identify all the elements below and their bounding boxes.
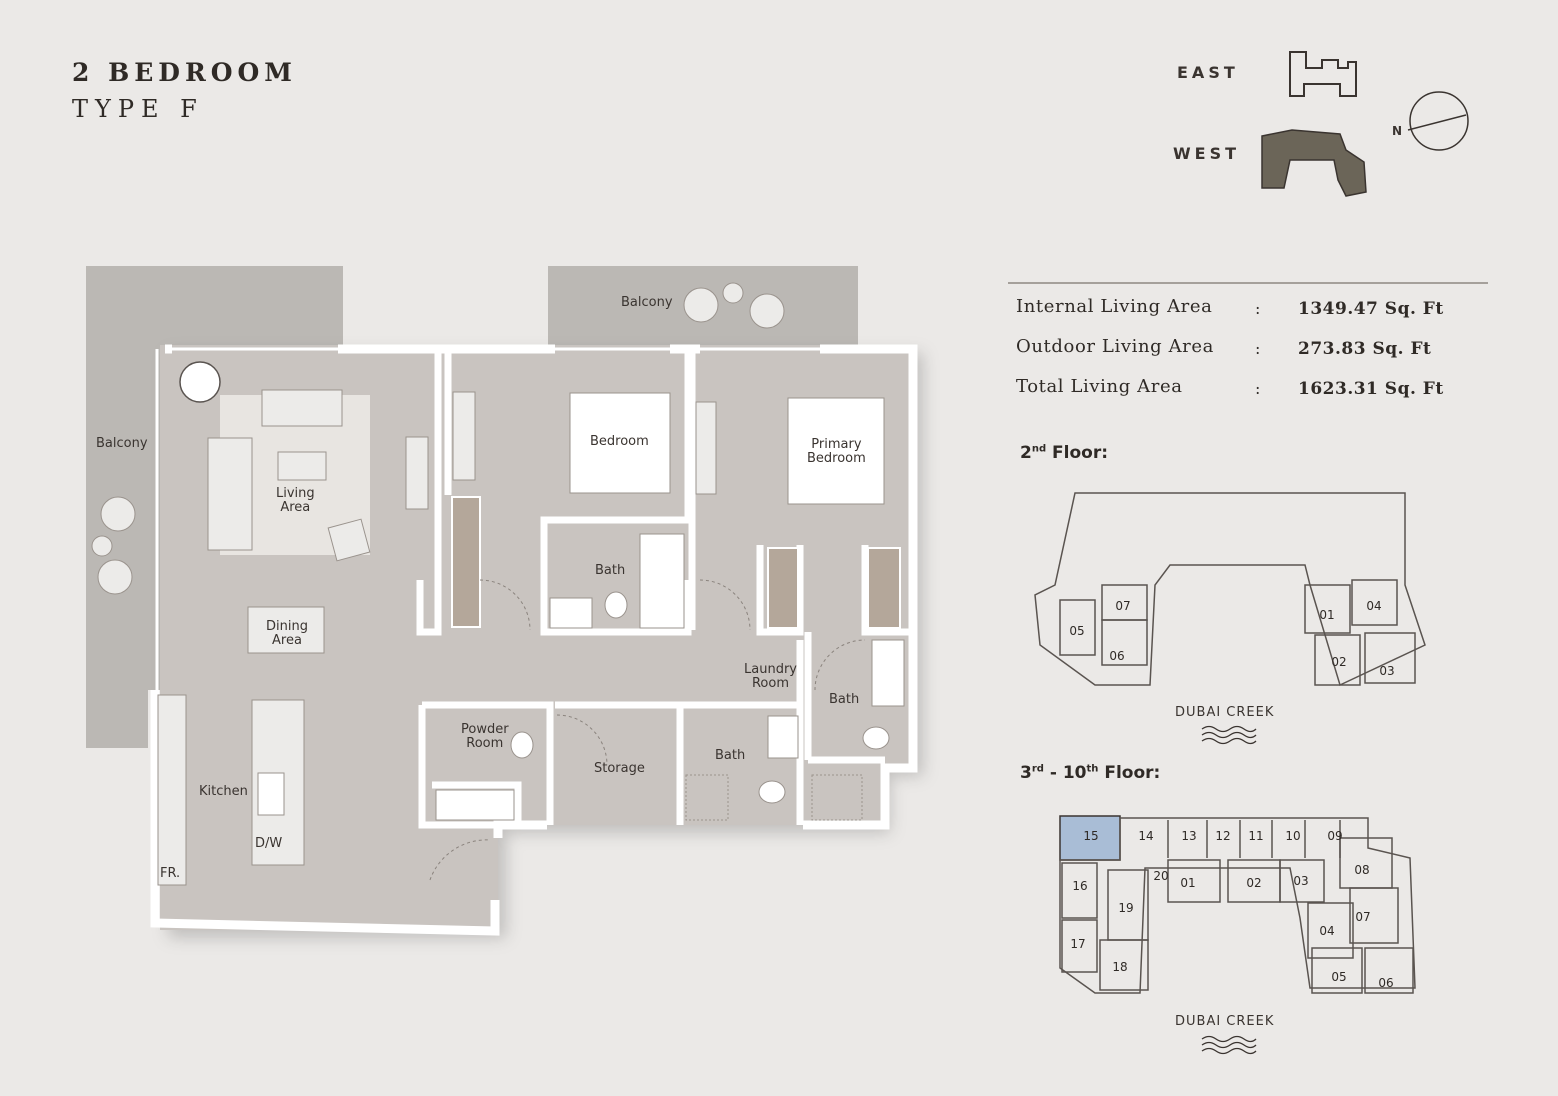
plan-subtitle: TYPE F xyxy=(72,95,204,123)
floor3-keyplan: 15 14 13 12 11 10 09 16 20 01 02 03 08 1… xyxy=(1059,815,1416,994)
f3-unit-02: 02 xyxy=(1246,876,1261,890)
f2-unit-06: 06 xyxy=(1109,649,1124,663)
f2-unit-03: 03 xyxy=(1379,664,1394,678)
f3-unit-12: 12 xyxy=(1215,829,1230,843)
label-kitchen: Kitchen xyxy=(199,784,248,799)
f3-unit-04: 04 xyxy=(1319,924,1334,938)
label-bath-3: Bath xyxy=(715,748,746,763)
bedroom-bed xyxy=(569,392,671,494)
f2-unit-04: 04 xyxy=(1366,599,1381,613)
f3-unit-17: 17 xyxy=(1070,937,1085,951)
area-divider xyxy=(1008,282,1488,284)
f3-unit-15: 15 xyxy=(1083,829,1098,843)
west-wing-label: WEST xyxy=(1173,144,1241,163)
floor3-water-icon xyxy=(1201,1035,1257,1055)
north-compass xyxy=(1409,91,1469,151)
f3-unit-10: 10 xyxy=(1285,829,1300,843)
f2-unit-01: 01 xyxy=(1319,608,1334,622)
f2-unit-07: 07 xyxy=(1115,599,1130,613)
f3-unit-01: 01 xyxy=(1180,876,1195,890)
area-value-outdoor: 273.83 Sq. Ft xyxy=(1298,339,1432,359)
f3-unit-19: 19 xyxy=(1118,901,1133,915)
label-storage: Storage xyxy=(594,761,645,776)
area-sep-internal: : xyxy=(1255,299,1261,318)
floor2-keyplan: 07 05 06 01 04 02 03 xyxy=(1034,492,1426,687)
plan-title: 2 BEDROOM xyxy=(72,58,297,87)
label-balcony-top: Balcony xyxy=(621,295,673,310)
f3-unit-11: 11 xyxy=(1248,829,1263,843)
f3-unit-09: 09 xyxy=(1327,829,1342,843)
label-fridge: FR. xyxy=(160,866,181,881)
f3-unit-03: 03 xyxy=(1293,874,1308,888)
east-wing-outline xyxy=(1289,51,1357,97)
area-value-internal: 1349.47 Sq. Ft xyxy=(1298,299,1444,319)
balcony-left-area xyxy=(86,266,343,748)
f3-unit-13: 13 xyxy=(1181,829,1196,843)
f3-unit-05: 05 xyxy=(1331,970,1346,984)
f3-unit-18: 18 xyxy=(1112,960,1127,974)
f2-unit-05: 05 xyxy=(1069,624,1084,638)
label-bath-2: Bath xyxy=(829,692,860,707)
label-dw: D/W xyxy=(255,836,283,851)
wall-top-c xyxy=(803,344,918,830)
f3-unit-07: 07 xyxy=(1355,910,1370,924)
f3-unit-06: 06 xyxy=(1378,976,1393,990)
f3-unit-16: 16 xyxy=(1072,879,1087,893)
east-wing-label: EAST xyxy=(1177,63,1239,82)
label-bath-1: Bath xyxy=(595,563,626,578)
wall-left xyxy=(150,690,500,936)
f3-unit-08: 08 xyxy=(1354,863,1369,877)
area-label-total: Total Living Area xyxy=(1016,376,1183,397)
area-label-internal: Internal Living Area xyxy=(1016,296,1213,317)
floor2-water-icon xyxy=(1201,725,1257,745)
f2-unit-02: 02 xyxy=(1331,655,1346,669)
floor2-title: 2nd Floor: xyxy=(1020,443,1109,463)
f3-unit-20: 20 xyxy=(1153,869,1168,883)
area-sep-outdoor: : xyxy=(1255,339,1261,358)
label-balcony-left: Balcony xyxy=(96,436,148,451)
north-label: N xyxy=(1392,124,1403,138)
f3-unit-14: 14 xyxy=(1138,829,1153,843)
area-value-total: 1623.31 Sq. Ft xyxy=(1298,379,1444,399)
area-sep-total: : xyxy=(1255,379,1261,398)
west-wing-shape xyxy=(1261,129,1367,197)
kitchen-counter xyxy=(157,694,187,886)
f3-unit-15-highlight xyxy=(1059,815,1121,861)
floor3-creek-label: DUBAI CREEK xyxy=(1175,1014,1275,1029)
area-label-outdoor: Outdoor Living Area xyxy=(1016,336,1214,357)
primary-bed xyxy=(787,397,885,505)
label-bedroom: Bedroom xyxy=(590,434,649,449)
floor2-creek-label: DUBAI CREEK xyxy=(1175,705,1275,720)
floor3-title: 3rd - 10th Floor: xyxy=(1020,763,1161,783)
